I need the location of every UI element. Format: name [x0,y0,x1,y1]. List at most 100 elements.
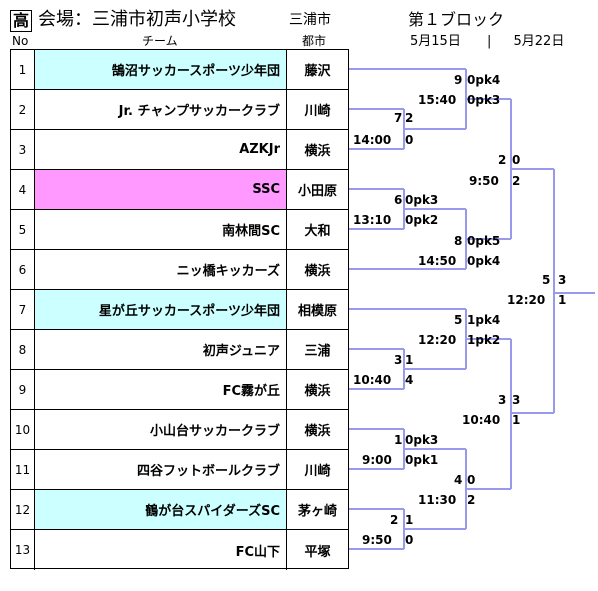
time-label: 12:20 [418,333,457,347]
score-label: 3 [512,393,521,407]
team-name: ニッ橋キッカーズ [35,250,287,289]
score-label: 1 [558,293,567,307]
score-label: 0pk2 [405,213,439,227]
team-name: 小山台サッカークラブ [35,410,287,449]
score-label: 0pk1 [405,453,439,467]
team-name: 南林間SC [35,210,287,249]
score-label: 9 [454,73,463,87]
score-label: 2 [405,111,414,125]
team-name: 星が丘サッカースポーツ少年団 [35,290,287,329]
team-number: 10 [11,410,35,449]
date-second: 5月22日 [513,34,565,49]
score-label: 0pk5 [467,234,501,248]
score-label: 2 [390,513,399,527]
team-city: 横浜 [304,264,331,279]
time-label: 9:50 [362,533,392,547]
score-label: 8 [454,234,463,248]
team-name: SSC [35,170,287,209]
column-header-city: 都市 [302,34,327,48]
team-number: 12 [11,490,35,529]
score-label: 3 [558,273,567,287]
team-name: 四谷フットボールクラブ [35,450,287,489]
category-badge: 高 [10,10,32,32]
match-dates: 5月15日 | 5月22日 [410,34,564,50]
score-label: 3 [394,353,403,367]
team-number: 5 [11,210,35,249]
score-label: 6 [394,193,403,207]
time-label: 14:00 [353,133,392,147]
column-header-team: チーム [142,34,178,48]
score-label: 5 [542,273,551,287]
score-label: 7 [394,111,403,125]
time-label: 10:40 [462,413,501,427]
score-label: 1pk2 [467,333,501,347]
team-city: 茅ヶ崎 [297,504,337,519]
score-label: 1 [405,353,414,367]
score-label: 0 [512,153,521,167]
time-label: 9:50 [469,174,499,188]
team-name: AZKJr [35,130,287,169]
team-city: 横浜 [304,424,331,439]
score-label: 2 [498,153,507,167]
score-label: 0pk4 [467,73,501,87]
score-label: 1pk4 [467,313,501,327]
score-label: 0 [405,533,414,547]
score-label: 0pk4 [467,254,501,268]
score-label: 3 [498,393,507,407]
score-label: 0pk3 [405,433,439,447]
time-label: 9:00 [362,453,392,467]
team-name: FC霧が丘 [35,370,287,409]
team-number: 7 [11,290,35,329]
team-number: 3 [11,130,35,169]
team-city: 平塚 [304,544,331,560]
score-label: 2 [467,493,476,507]
score-label: 5 [454,313,463,327]
venue-title: 会場：三浦市初声小学校 [38,9,236,30]
team-city: 川崎 [304,464,331,479]
time-label: 15:40 [418,93,457,107]
score-label: 1 [405,513,414,527]
team-name: 鵠沼サッカースポーツ少年団 [35,50,287,89]
date-first: 5月15日 [410,34,461,49]
score-label: 0pk3 [405,193,439,207]
team-city: 横浜 [304,384,331,399]
team-city: 大和 [304,224,331,239]
team-name: FC山下 [35,530,287,570]
score-label: 1 [512,413,521,427]
team-name: Jr. チャンプサッカークラブ [35,90,287,129]
team-city: 三浦 [304,344,331,359]
score-label: 2 [512,174,521,188]
team-city: 藤沢 [304,64,331,79]
team-name: 初声ジュニア [35,330,287,369]
team-number: 4 [11,170,35,209]
team-number: 9 [11,370,35,409]
time-label: 10:40 [353,373,392,387]
team-number: 8 [11,330,35,369]
score-label: 0 [467,473,476,487]
time-label: 14:50 [418,254,457,268]
host-city: 三浦市 [289,12,331,28]
time-label: 12:20 [507,293,546,307]
team-city: 横浜 [304,144,331,159]
score-label: 4 [405,373,414,387]
score-label: 0pk3 [467,93,501,107]
team-number: 13 [11,530,35,570]
team-number: 6 [11,250,35,289]
score-label: 0 [405,133,414,147]
time-label: 13:10 [353,213,392,227]
team-city: 川崎 [304,104,331,119]
